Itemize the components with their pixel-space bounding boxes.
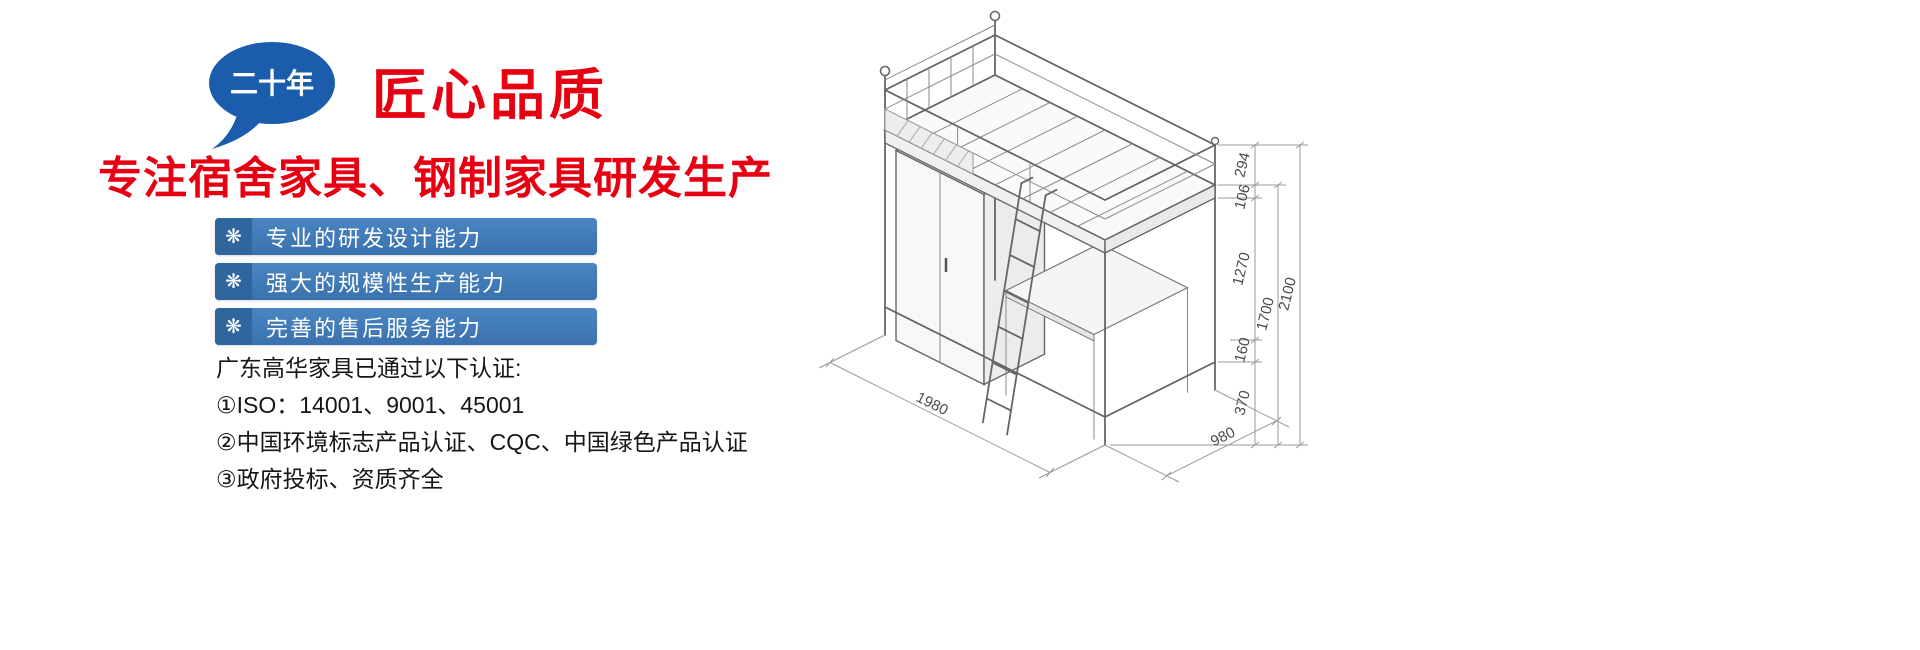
guard-rails — [884, 34, 1216, 220]
ladder — [981, 176, 1058, 436]
dim-label-under-bunk: 1270 — [1229, 251, 1254, 287]
flower-icon: ❋ — [215, 263, 252, 300]
feature-bar: ❋ 专业的研发设计能力 — [215, 218, 597, 255]
subtitle: 专注宿舍家具、钢制家具研发生产 — [98, 154, 773, 203]
headboard — [884, 24, 996, 119]
dim-label-length: 1980 — [913, 389, 950, 419]
badge-bubble — [209, 42, 335, 124]
bed-technical-drawing: 294 106 1270 160 370 1700 2100 1980 980 — [818, 10, 1308, 483]
bed-frame — [879, 10, 1220, 446]
post-finial — [989, 10, 1001, 22]
feature-bar: ❋ 强大的规模性生产能力 — [215, 263, 597, 300]
mesh-panel — [884, 108, 974, 175]
dim-label-total-height: 2100 — [1275, 276, 1300, 312]
flower-icon: ❋ — [215, 218, 252, 255]
feature-label: 强大的规模性生产能力 — [266, 270, 507, 296]
twenty-years-badge: 二十年 — [209, 42, 335, 149]
dim-label-frame: 106 — [1231, 183, 1254, 211]
badge-bubble-tail — [212, 112, 262, 149]
main-title: 匠心品质 — [372, 64, 609, 126]
dim-label-depth: 980 — [1208, 424, 1238, 450]
dim-label-base: 370 — [1231, 389, 1254, 417]
certification-item: ②中国环境标志产品认证、CQC、中国绿色产品认证 — [216, 429, 748, 455]
post-finial — [879, 65, 891, 77]
feature-list: ❋ 专业的研发设计能力 ❋ 强大的规模性生产能力 ❋ 完善的售后服务能力 — [215, 218, 597, 345]
flower-icon: ❋ — [215, 308, 252, 345]
feature-bar: ❋ 完善的售后服务能力 — [215, 308, 597, 345]
dim-label-rail: 294 — [1231, 151, 1254, 179]
dim-label-bunk-height: 1700 — [1253, 296, 1278, 332]
feature-label: 完善的售后服务能力 — [266, 315, 483, 341]
certification-heading: 广东高华家具已通过以下认证: — [216, 355, 522, 381]
feature-label: 专业的研发设计能力 — [266, 225, 483, 251]
certification-block: 广东高华家具已通过以下认证: ①ISO：14001、9001、45001 ②中国… — [216, 350, 748, 498]
certification-item: ③政府投标、资质齐全 — [216, 466, 444, 492]
badge-label: 二十年 — [230, 67, 314, 99]
dim-label-gap: 160 — [1231, 336, 1254, 364]
certification-item: ①ISO：14001、9001、45001 — [216, 392, 525, 418]
